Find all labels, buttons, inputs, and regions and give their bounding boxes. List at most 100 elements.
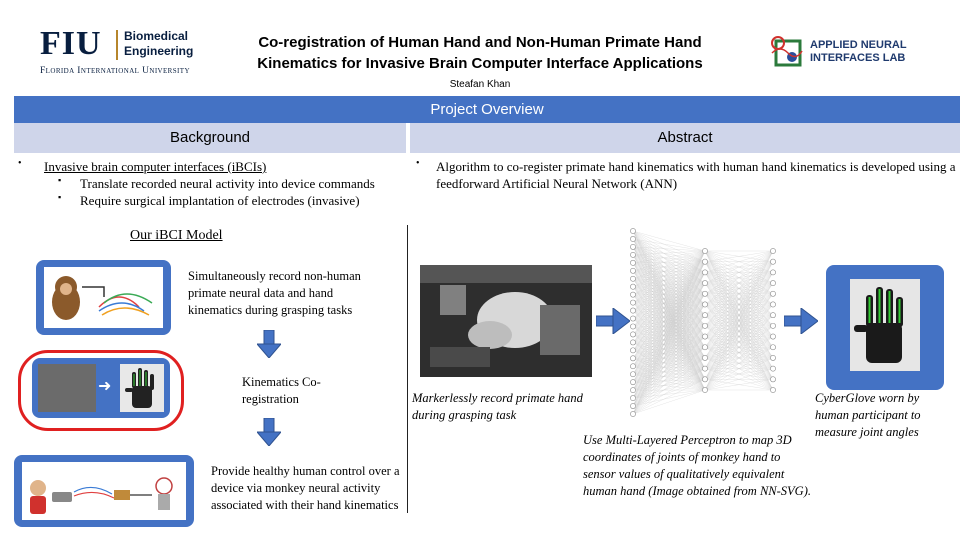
nn-connection bbox=[632, 261, 706, 271]
nn-connection bbox=[632, 261, 706, 303]
glove-hand-image bbox=[120, 364, 164, 412]
nn-connection bbox=[632, 270, 706, 273]
nn-connection bbox=[704, 250, 774, 294]
nn-connection bbox=[632, 357, 706, 391]
nn-node bbox=[630, 339, 636, 346]
nn-connection bbox=[632, 261, 706, 295]
nn-connection bbox=[632, 389, 706, 399]
down-arrow-icon bbox=[257, 330, 281, 358]
nn-connection bbox=[632, 261, 706, 343]
nn-connection bbox=[632, 261, 706, 319]
nn-connection bbox=[632, 272, 706, 415]
cyberglove-image bbox=[850, 279, 920, 371]
nn-connection bbox=[632, 261, 706, 351]
nn-connection bbox=[632, 368, 706, 415]
nn-node bbox=[702, 333, 708, 340]
nn-connection bbox=[632, 302, 706, 369]
nn-connection bbox=[632, 261, 706, 391]
nn-connection bbox=[632, 336, 706, 391]
nn-node bbox=[630, 347, 636, 354]
nn-connection bbox=[632, 310, 706, 369]
monkey-recording-image bbox=[44, 267, 163, 328]
nn-node bbox=[702, 290, 708, 297]
fiu-logo: FIU Biomedical Engineering Florida Inter… bbox=[40, 26, 220, 78]
cyberglove-caption: CyberGlove worn by human participant to … bbox=[815, 391, 921, 439]
nn-connection bbox=[704, 250, 774, 284]
nn-connection bbox=[704, 336, 774, 391]
background-bullet: Invasive brain computer interfaces (iBCI… bbox=[44, 159, 267, 174]
nn-connection bbox=[632, 310, 706, 380]
step-1-text: Simultaneously record non-human primate … bbox=[188, 269, 361, 317]
nn-connection bbox=[704, 315, 774, 391]
right-arrow-icon bbox=[596, 308, 630, 334]
monkey-recording-panel bbox=[36, 260, 171, 335]
background-heading: Background bbox=[14, 123, 406, 153]
nn-node bbox=[630, 283, 636, 290]
nn-connection bbox=[632, 272, 706, 367]
nn-node bbox=[702, 355, 708, 361]
nn-node bbox=[630, 323, 636, 330]
nn-connection bbox=[632, 250, 706, 407]
nn-connection bbox=[632, 304, 706, 407]
nn-connection bbox=[632, 272, 706, 375]
nn-connection bbox=[632, 272, 706, 287]
nn-connection bbox=[632, 250, 706, 335]
human-control-image bbox=[22, 462, 186, 520]
nn-connection bbox=[632, 336, 706, 415]
nn-connection bbox=[632, 293, 706, 399]
nn-connection bbox=[704, 250, 774, 262]
nn-connection bbox=[704, 250, 774, 369]
nn-node bbox=[630, 355, 636, 362]
fiu-dept-line2: Engineering bbox=[124, 44, 194, 58]
nn-connection bbox=[632, 250, 706, 327]
nn-connection bbox=[704, 250, 774, 337]
nn-connection bbox=[632, 272, 706, 327]
nn-connection bbox=[632, 250, 706, 351]
author-name: Steafan Khan bbox=[449, 79, 511, 90]
primate-hand-image bbox=[38, 364, 96, 412]
nn-connection bbox=[704, 250, 774, 273]
sub-bullet-dot: ▪ bbox=[58, 175, 62, 185]
nn-connection bbox=[632, 379, 706, 415]
cyberglove-icon bbox=[854, 287, 903, 363]
bullet-dot: • bbox=[416, 158, 420, 169]
nn-connection bbox=[632, 261, 706, 279]
nn-connection bbox=[704, 368, 774, 391]
nn-node bbox=[702, 365, 708, 372]
nn-connection bbox=[632, 304, 706, 415]
nn-node bbox=[630, 259, 636, 266]
nn-connection bbox=[632, 304, 706, 399]
nn-nodes bbox=[630, 228, 776, 417]
nn-connection bbox=[632, 261, 706, 367]
nn-node bbox=[770, 376, 776, 383]
nn-connection bbox=[632, 250, 706, 255]
nn-node bbox=[630, 331, 636, 338]
nn-node bbox=[630, 411, 636, 417]
nn-connection bbox=[632, 272, 706, 295]
nn-connection bbox=[632, 357, 706, 415]
down-arrow-icon bbox=[257, 418, 281, 446]
nn-connections bbox=[632, 230, 774, 415]
nn-connection bbox=[632, 250, 706, 375]
nn-connection bbox=[632, 315, 706, 391]
nn-connection bbox=[704, 304, 774, 391]
nn-node bbox=[770, 248, 776, 254]
nn-connection bbox=[632, 250, 706, 343]
nn-connection bbox=[632, 261, 706, 359]
anil-line-2: INTERFACES LAB bbox=[810, 52, 906, 64]
nn-connection bbox=[632, 326, 706, 391]
neural-network-diagram bbox=[630, 228, 776, 417]
nn-connection bbox=[632, 238, 706, 262]
nn-connection bbox=[632, 262, 706, 326]
step-3-text: Provide healthy human control over a dev… bbox=[211, 464, 400, 512]
nn-node bbox=[770, 258, 776, 265]
nn-connection bbox=[632, 293, 706, 407]
nn-connection bbox=[632, 272, 706, 351]
fiu-abbrev: FIU bbox=[40, 25, 102, 62]
nn-connection bbox=[632, 286, 706, 348]
nn-connection bbox=[632, 318, 706, 380]
nn-connection bbox=[632, 262, 706, 273]
nn-connection bbox=[632, 261, 706, 335]
nn-node bbox=[702, 248, 708, 254]
nn-connection bbox=[632, 283, 706, 399]
